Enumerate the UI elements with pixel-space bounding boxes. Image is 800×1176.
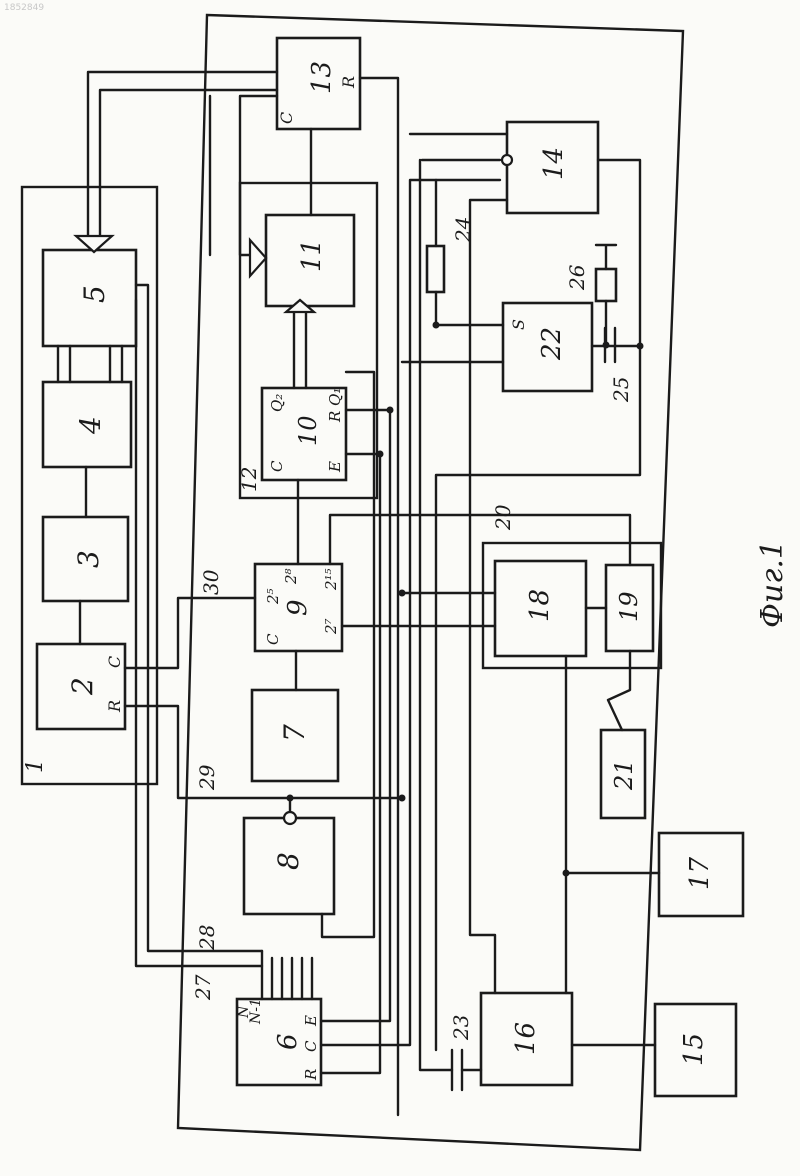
pin-10-r: R xyxy=(326,411,344,423)
wire-13-to-5b xyxy=(100,90,277,240)
pin-9-q5: 2⁵ xyxy=(264,588,282,605)
pin-2-c: C xyxy=(105,656,124,668)
pin-9-q15: 2¹⁵ xyxy=(322,568,340,591)
pin-10-q2: Q₂ xyxy=(268,394,286,412)
label-17: 17 xyxy=(685,856,715,890)
label-8: 8 xyxy=(272,852,305,870)
pin-9-q8: 2⁸ xyxy=(282,568,300,585)
label-30: 30 xyxy=(199,569,223,595)
label-26: 26 xyxy=(565,264,589,291)
wire-29 xyxy=(125,706,402,798)
wire-25-loop xyxy=(436,346,640,1050)
wire-14-out xyxy=(470,200,507,993)
pin-13-r: R xyxy=(339,76,358,89)
label-14: 14 xyxy=(539,147,569,180)
pin-6-r: R xyxy=(302,1069,320,1081)
wire-23-16 xyxy=(420,160,481,1070)
pin-10-q1: Q₁ xyxy=(326,388,344,406)
wire-8-6 xyxy=(322,372,374,937)
label-13: 13 xyxy=(307,61,337,94)
bus-5-4 xyxy=(58,346,122,382)
label-28: 28 xyxy=(195,925,219,951)
label-3: 3 xyxy=(72,550,105,568)
pin-10-e: E xyxy=(326,461,344,473)
label-15: 15 xyxy=(679,1033,709,1066)
pin-6-n1: N-1 xyxy=(248,998,264,1025)
wire-21-19 xyxy=(608,651,630,730)
pin-2-r: R xyxy=(105,700,124,713)
pin-6-c: C xyxy=(302,1040,320,1052)
label-10: 10 xyxy=(294,415,322,446)
pin-13-c: C xyxy=(277,112,296,124)
label-29: 29 xyxy=(195,764,219,791)
label-18: 18 xyxy=(525,589,555,622)
label-22: 22 xyxy=(537,327,567,361)
label-7: 7 xyxy=(278,724,311,742)
label-24: 24 xyxy=(451,217,475,243)
label-1: 1 xyxy=(23,759,48,773)
bus-arrow-11 xyxy=(250,240,266,276)
label-6: 6 xyxy=(273,1033,303,1050)
pin-22-s: S xyxy=(509,319,528,330)
label-20: 20 xyxy=(491,504,515,531)
inv-14 xyxy=(502,155,512,165)
frame-12 xyxy=(240,183,377,498)
label-23: 23 xyxy=(449,1015,473,1041)
label-21: 21 xyxy=(610,759,638,791)
label-27: 27 xyxy=(191,974,215,1001)
label-12: 12 xyxy=(237,467,261,492)
label-19: 19 xyxy=(615,591,643,622)
pin-10-c: C xyxy=(268,460,286,472)
capacitor-23 xyxy=(452,1050,462,1090)
inv-8 xyxy=(284,812,296,824)
resistor-26 xyxy=(596,269,616,301)
label-11: 11 xyxy=(297,239,327,272)
outputs-6 xyxy=(262,951,312,999)
label-25: 25 xyxy=(609,377,633,403)
wire-6-c xyxy=(321,180,500,1045)
label-16: 16 xyxy=(511,1022,541,1055)
label-4: 4 xyxy=(74,416,107,435)
wire-26 xyxy=(596,245,616,345)
label-5: 5 xyxy=(78,285,111,303)
pin-9-c: C xyxy=(264,633,282,645)
figure-caption: Фиг.1 xyxy=(755,540,790,628)
resistor-24 xyxy=(427,246,444,292)
pin-9-q7: 2⁷ xyxy=(322,618,340,635)
pin-6-e: E xyxy=(302,1015,320,1027)
label-9: 9 xyxy=(283,599,313,616)
bus-10-11 xyxy=(294,306,306,388)
corner-mark: 1852849 xyxy=(4,3,44,13)
label-2: 2 xyxy=(66,677,99,696)
